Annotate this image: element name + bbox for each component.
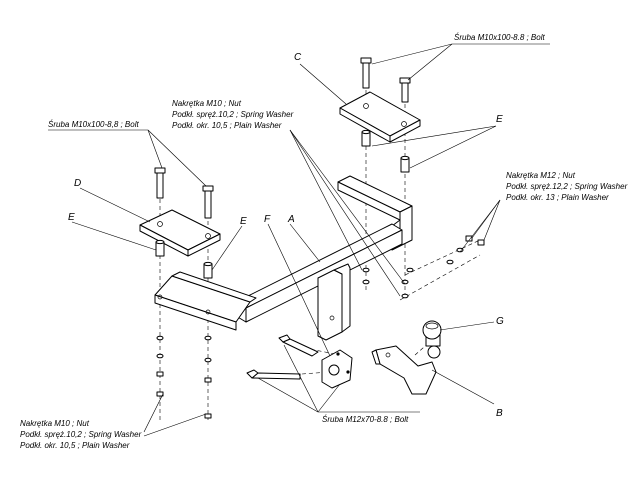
label-e-left: E [68,212,75,223]
washer-icon [362,267,370,273]
label-d: D [74,178,81,189]
part-letters: C E D E E F A G B [68,52,504,419]
spacer-tubes-e-right [361,129,410,173]
washer-icon [362,279,370,285]
callout-bottom-nut-line3: Podkł. okr. 10,5 ; Plain Washer [20,441,130,450]
callout-bottom-nut-line2: Podkł. spręż.10,2 ; Spring Washer [20,430,142,439]
callout-top-nut-line1: Nakrętka M10 ; Nut [172,99,242,108]
right-nut-stack [362,235,485,299]
washer-icon [156,335,164,341]
callout-right-nut-line2: Podkł. spręż.12,2 ; Spring Washer [506,182,628,191]
callout-top-nut-line2: Podkł. spręż.10,2 ; Spring Washer [172,110,294,119]
washer-icon [446,259,454,265]
center-bracket-f [317,263,351,341]
callout-right-nut-line1: Nakrętka M12 ; Nut [506,171,576,180]
callout-bottom-nut-line1: Nakrętka M10 ; Nut [20,419,90,428]
hex-nut-icon [204,413,212,419]
washer-icon [204,335,212,341]
tow-ball-g [422,320,442,359]
callout-texts: Śruba M10x100-8.8 ; Bolt Śruba M10x100-8… [20,33,628,450]
bracket-plate-d [139,209,221,257]
ball-arm-b [371,345,437,395]
washer-icon [156,353,164,359]
socket-plate [321,349,353,389]
top-right-bolts [360,57,411,103]
label-b: B [496,408,503,419]
label-e-right: E [496,114,503,125]
label-a: A [287,214,295,225]
bracket-plate-c [339,91,421,143]
label-e-mid: E [240,216,247,227]
leader-lines [48,43,550,437]
callout-right-nut-line3: Podkł. okr. 13 ; Plain Washer [506,193,609,202]
washer-icon [406,267,414,273]
callout-top-right-bolt: Śruba M10x100-8.8 ; Bolt [454,33,545,42]
left-bolts [154,167,214,219]
hex-nut-icon [477,239,485,246]
label-g: G [496,316,504,327]
left-nut-stack [156,335,212,419]
bottom-bolts [246,334,319,380]
label-c: C [294,52,302,63]
spacer-tubes-e-left [155,239,213,279]
callout-bottom-bolt: Śruba M12x70-8.8 ; Bolt [322,415,409,424]
hex-nut-icon [465,235,473,242]
callout-left-bolt: Śruba M10x100-8,8 ; Bolt [48,120,139,129]
washer-icon [204,357,212,363]
washer-icon [456,247,464,253]
washer-icon [401,293,409,299]
label-f: F [264,214,271,225]
left-frame-bracket [154,271,257,331]
hex-nut-icon [204,377,212,383]
hex-nut-icon [156,371,164,377]
callout-top-nut-line3: Podkł. okr. 10,5 ; Plain Washer [172,121,282,130]
